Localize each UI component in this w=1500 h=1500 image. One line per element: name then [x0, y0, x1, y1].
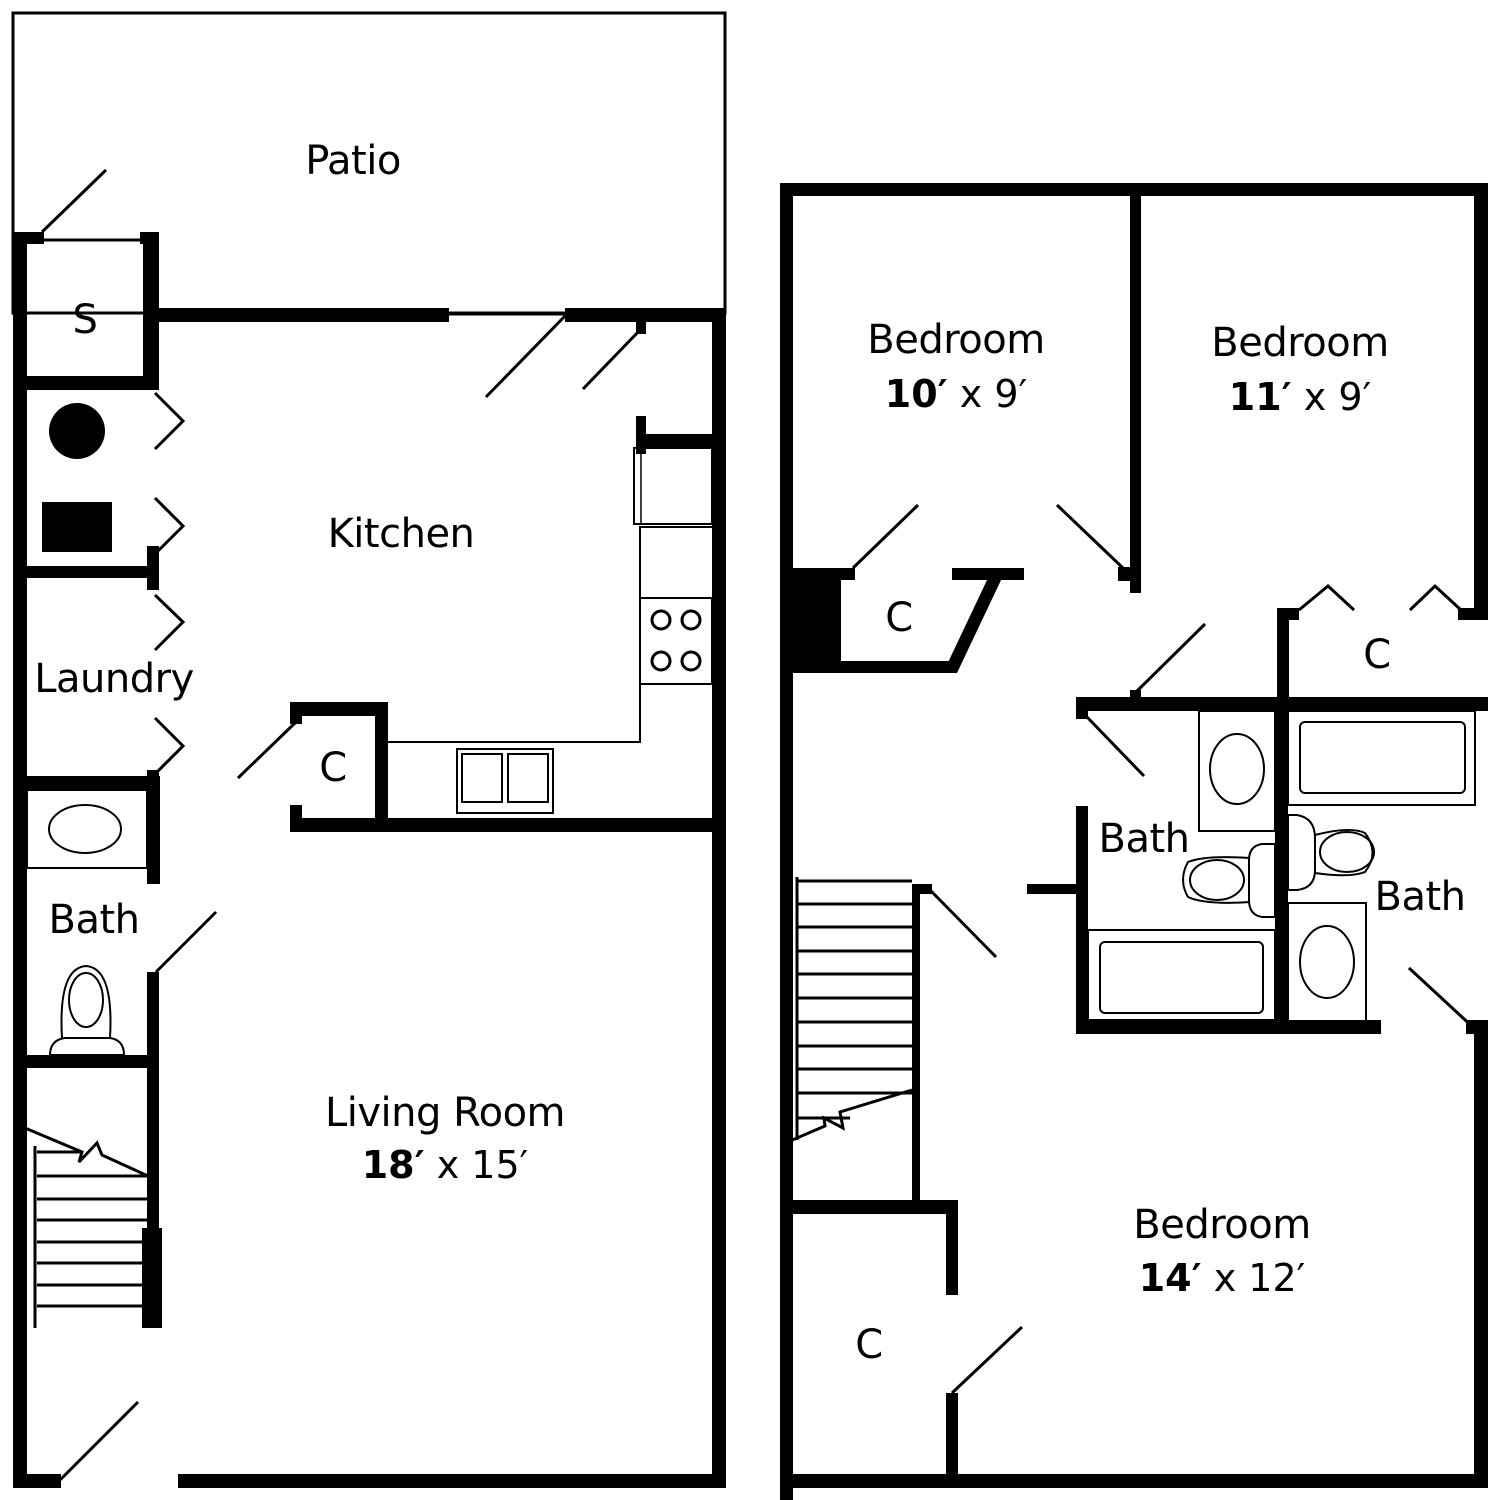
room-label-master-bedroom: Bedroom	[1133, 1202, 1311, 1248]
wall-right-exterior	[712, 308, 726, 1488]
toilet-icon	[48, 964, 126, 1056]
water-heater-icon	[49, 403, 105, 459]
furnace-icon	[42, 502, 112, 552]
room-dims-master-bedroom: 14′ x 12′	[1122, 1256, 1322, 1300]
dim-width: 14′	[1138, 1256, 1202, 1300]
room-label-kitchen: Kitchen	[327, 511, 475, 557]
slider-door-swing-2	[581, 328, 642, 391]
stair-door-swing	[928, 888, 998, 959]
master-bath-toilet-icon	[1287, 814, 1375, 891]
room-label-storage: S	[72, 297, 98, 343]
room-label-closet-bed3: C	[1363, 632, 1391, 678]
bedroom3-door-swing	[1055, 503, 1126, 571]
dim-width: 11′	[1228, 375, 1292, 419]
room-label-kitchen-closet: C	[319, 745, 347, 791]
master-closet-door-swing	[950, 1325, 1024, 1395]
hall-bath-vanity	[1198, 710, 1276, 832]
stairs-icon-upper	[789, 877, 913, 1143]
room-label-master-bath: Bath	[1374, 874, 1467, 920]
room-label-hall-bath: Bath	[1098, 816, 1191, 862]
room-label-bedroom-3: Bedroom	[1211, 320, 1389, 366]
stairs-icon	[24, 1126, 149, 1328]
room-dims-bedroom-3: 11′ x 9′	[1200, 375, 1400, 419]
room-label-master-closet: C	[855, 1322, 883, 1368]
patio-door-swing	[40, 168, 108, 234]
hall-door-swing	[1134, 622, 1207, 694]
master-bath-tub-icon	[1299, 721, 1466, 794]
room-label-laundry: Laundry	[34, 656, 194, 702]
entry-door-swing	[56, 1400, 140, 1484]
hall-bath-toilet-icon	[1182, 843, 1276, 918]
room-label-half-bath: Bath	[48, 897, 141, 943]
dim-sep: x	[959, 372, 983, 416]
first-floor-plan	[11, 11, 727, 1488]
dim-width: 18′	[361, 1143, 425, 1187]
hall-bath-door-swing	[1084, 714, 1146, 778]
room-dims-bedroom-2: 10′ x 9′	[856, 372, 1056, 416]
stove-icon	[639, 597, 713, 685]
master-bath-door-swing	[1407, 966, 1478, 1032]
bath-door-swing	[154, 910, 218, 974]
wall-left-exterior	[13, 232, 27, 1487]
pantry-door-swing	[236, 720, 298, 780]
dim-width: 10′	[884, 372, 948, 416]
room-label-closet-bed2: C	[885, 595, 913, 641]
dim-sep: x	[1303, 375, 1327, 419]
refrigerator-icon	[633, 447, 713, 525]
kitchen-sink-icon	[456, 748, 554, 814]
dim-length: 9′	[1338, 375, 1372, 419]
hall-bath-tub-icon	[1099, 941, 1264, 1014]
dim-length: 9′	[994, 372, 1028, 416]
bedroom2-door-swing	[851, 503, 920, 570]
dim-length: 15′	[471, 1143, 529, 1187]
sink-icon	[48, 804, 122, 854]
dim-length: 12′	[1248, 1256, 1306, 1300]
slider-door-swing-1	[484, 314, 567, 399]
master-bath-sink-icon	[1299, 925, 1355, 999]
room-dims-living-room: 18′ x 15′	[330, 1143, 560, 1187]
room-label-living-room: Living Room	[324, 1090, 566, 1136]
room-label-bedroom-2: Bedroom	[867, 317, 1045, 363]
second-floor-plan	[780, 183, 1488, 1500]
dim-sep: x	[1213, 1256, 1237, 1300]
dim-sep: x	[436, 1143, 460, 1187]
master-bath-vanity	[1287, 902, 1367, 1024]
hall-bath-sink-icon	[1209, 733, 1265, 805]
room-label-patio: Patio	[305, 138, 401, 184]
